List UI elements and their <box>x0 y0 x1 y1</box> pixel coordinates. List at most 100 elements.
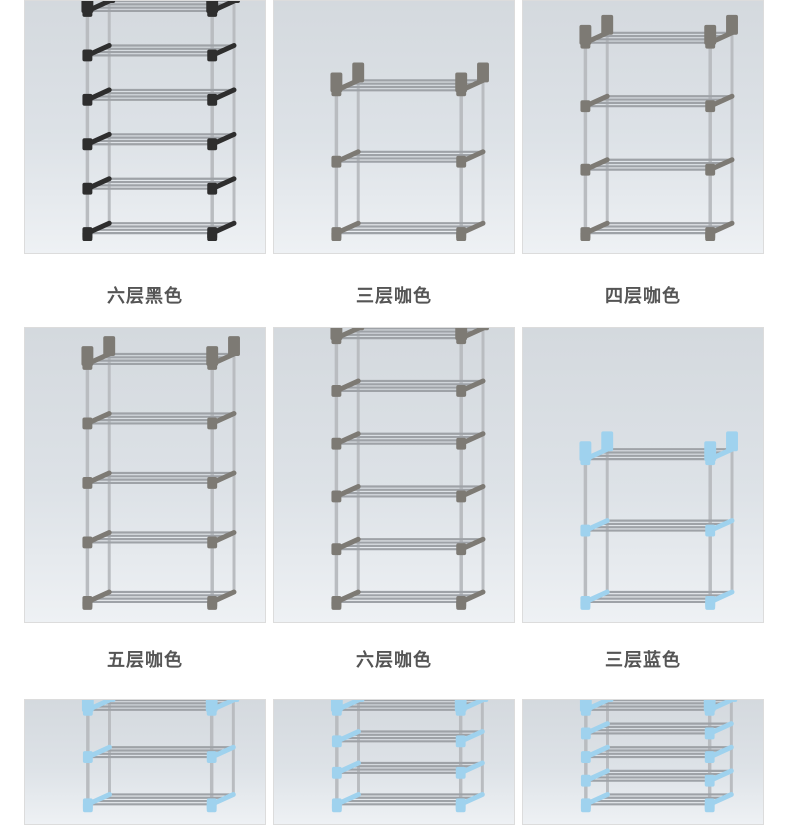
rack-joint <box>580 727 591 740</box>
rack-cap <box>601 14 614 35</box>
shoe-rack-illustration <box>330 62 489 242</box>
product-image-card[interactable] <box>522 327 764 623</box>
rack-foot <box>331 802 342 813</box>
rack-joint <box>207 536 218 549</box>
rack-foot <box>82 599 93 610</box>
rack-cap <box>455 328 468 341</box>
rack-joint <box>705 163 716 176</box>
rack-joint <box>82 138 93 151</box>
rack-foot <box>331 599 342 610</box>
rack-cap <box>579 24 592 45</box>
rack-joint <box>704 774 715 787</box>
rack-foot <box>580 599 591 610</box>
rack-joint <box>580 100 591 113</box>
rack-joint <box>82 417 93 430</box>
shoe-rack-illustration <box>579 700 738 813</box>
rack-cap <box>103 700 116 702</box>
rack-cap <box>726 431 738 452</box>
rack-cap <box>330 328 343 341</box>
rack-joint <box>456 155 467 168</box>
rack-foot <box>82 802 93 813</box>
rack-cap <box>352 700 365 702</box>
product-image-card[interactable] <box>24 0 266 254</box>
rack-joint <box>82 182 93 195</box>
rack-foot <box>207 231 218 242</box>
rack-foot <box>456 231 467 242</box>
rack-foot <box>456 599 467 610</box>
product-image-card[interactable] <box>24 699 266 825</box>
rack-cap <box>477 328 489 331</box>
rack-cap <box>579 441 592 462</box>
rack-joint <box>206 751 217 763</box>
rack-joint <box>331 543 342 556</box>
rack-joint <box>705 524 716 537</box>
rack-cap <box>704 441 717 462</box>
rack-joint <box>207 182 218 195</box>
rack-foot <box>580 802 591 813</box>
rack-joint <box>331 490 342 503</box>
shoe-rack-illustration <box>330 700 489 813</box>
rack-foot <box>207 599 218 610</box>
rack-cap <box>579 700 592 712</box>
product-label: 五层咖色 <box>107 650 183 671</box>
rack-foot <box>331 231 342 242</box>
rack-cap <box>81 700 94 712</box>
rack-cap <box>227 700 240 702</box>
rack-cap <box>228 336 240 356</box>
rack-foot <box>82 231 93 242</box>
shoe-rack-illustration <box>81 700 240 813</box>
product-image-card[interactable] <box>24 327 266 623</box>
shoe-rack-illustration <box>330 328 489 610</box>
rack-joint <box>455 766 466 779</box>
rack-foot <box>705 599 716 610</box>
rack-foot <box>705 231 716 242</box>
rack-joint <box>456 490 467 503</box>
rack-joint <box>207 138 218 151</box>
rack-cap <box>206 346 219 366</box>
rack-joint <box>331 437 342 450</box>
rack-joint <box>207 93 218 106</box>
rack-joint <box>331 766 342 779</box>
rack-cap <box>455 72 468 93</box>
rack-cap <box>601 700 614 702</box>
rack-joint <box>580 774 591 787</box>
rack-cap <box>103 1 116 4</box>
rack-cap <box>476 700 489 702</box>
product-image-card[interactable] <box>522 0 764 254</box>
product-image-card[interactable] <box>273 699 515 825</box>
rack-joint <box>82 476 93 489</box>
rack-cap <box>477 62 489 83</box>
rack-cap <box>352 62 365 83</box>
rack-joint <box>580 751 591 763</box>
rack-cap <box>103 336 116 356</box>
rack-joint <box>331 384 342 397</box>
product-image-card[interactable] <box>273 0 515 254</box>
rack-cap <box>601 431 614 452</box>
rack-joint <box>82 536 93 549</box>
rack-foot <box>580 231 591 242</box>
rack-cap <box>81 346 94 366</box>
rack-joint <box>580 524 591 537</box>
rack-joint <box>455 735 466 748</box>
product-label: 四层咖色 <box>605 286 681 307</box>
rack-joint <box>456 543 467 556</box>
rack-joint <box>331 735 342 748</box>
rack-joint <box>82 49 93 62</box>
rack-joint <box>207 417 218 430</box>
product-image-card[interactable] <box>273 327 515 623</box>
rack-cap <box>205 700 218 712</box>
rack-joint <box>207 49 218 62</box>
rack-foot <box>206 802 217 813</box>
shoe-rack-illustration <box>579 14 738 242</box>
shoe-rack-illustration <box>81 336 240 610</box>
rack-cap <box>352 328 365 331</box>
rack-joint <box>704 727 715 740</box>
product-label: 三层蓝色 <box>605 650 681 671</box>
rack-cap <box>330 700 343 712</box>
product-label: 六层咖色 <box>356 650 432 671</box>
rack-cap <box>228 1 240 4</box>
product-image-card[interactable] <box>522 699 764 825</box>
product-label: 三层咖色 <box>356 286 432 307</box>
rack-cap <box>206 1 219 13</box>
rack-foot <box>704 802 715 813</box>
